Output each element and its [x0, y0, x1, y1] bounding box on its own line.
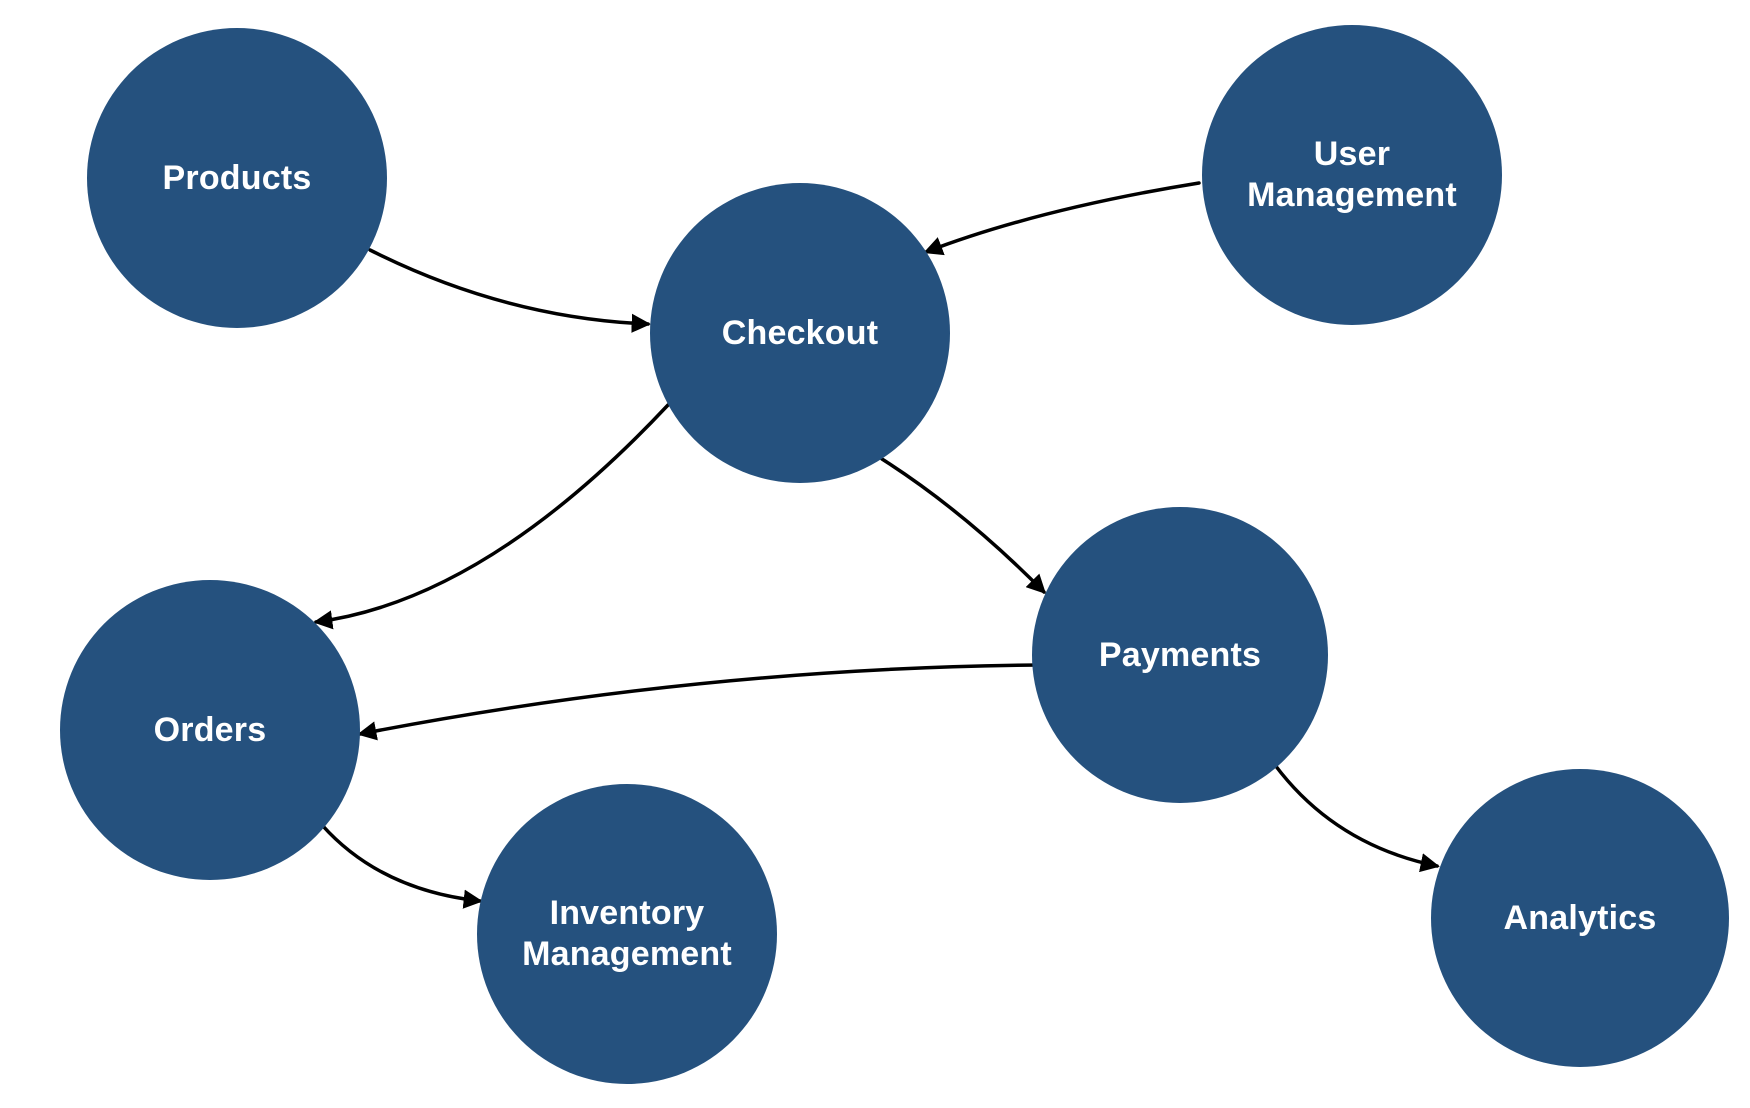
node-label-checkout: Checkout	[721, 313, 879, 352]
node-payments[interactable]: Payments	[1032, 507, 1328, 803]
node-products[interactable]: Products	[87, 28, 387, 328]
edge-user-management-to-checkout	[923, 181, 1201, 256]
node-label-orders: Orders	[153, 710, 267, 749]
node-checkout[interactable]: Checkout	[650, 183, 950, 483]
node-label-payments: Payments	[1098, 635, 1262, 674]
node-label-products: Products	[162, 158, 312, 197]
edge-payments-to-orders	[357, 663, 1041, 741]
node-label-user-management: User Management	[1247, 135, 1457, 214]
edge-checkout-to-orders	[313, 403, 670, 630]
edge-checkout-to-payments	[880, 457, 1047, 595]
node-analytics[interactable]: Analytics	[1431, 769, 1729, 1067]
edge-payments-to-analytics	[1273, 763, 1440, 873]
edge-orders-to-inventory-management	[320, 823, 483, 909]
edges-group	[313, 181, 1440, 909]
node-label-analytics: Analytics	[1503, 898, 1657, 937]
node-orders[interactable]: Orders	[60, 580, 360, 880]
edge-products-to-checkout	[368, 248, 651, 333]
node-label-inventory-management: Inventory Management	[522, 894, 732, 973]
node-inventory-management[interactable]: Inventory Management	[477, 784, 777, 1084]
node-user-management[interactable]: User Management	[1202, 25, 1502, 325]
